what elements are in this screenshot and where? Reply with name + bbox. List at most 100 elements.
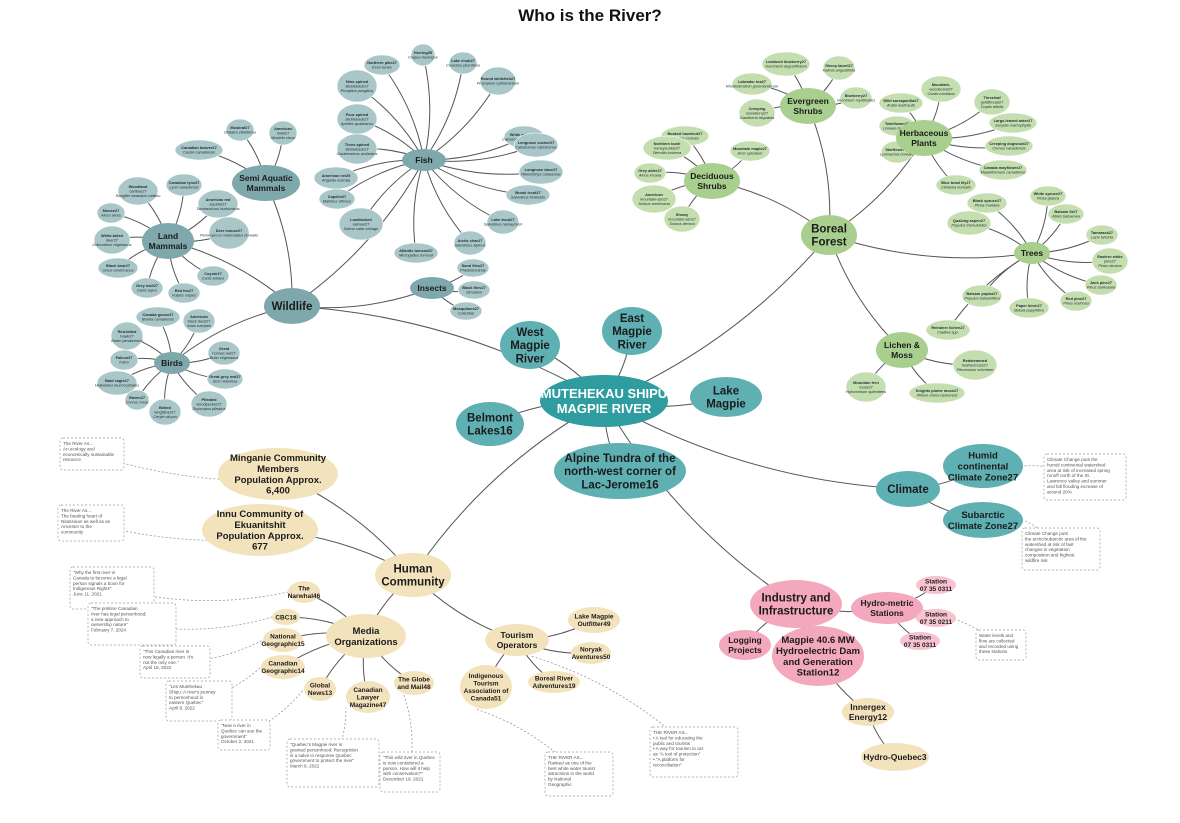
species-label: Ceryle alcyon [153, 414, 177, 419]
species-ellipse [336, 133, 378, 165]
connector-line [291, 159, 425, 307]
node-ellipse [326, 614, 406, 658]
node-label-line: Infrastructure [759, 606, 834, 618]
note-text: "This Canadian river is [143, 649, 190, 654]
species-label: Grey wolf27 [136, 283, 158, 288]
species-label: Sheep laurel27 [825, 63, 852, 68]
node-ellipse [851, 592, 923, 624]
species-label: Three-spined [345, 142, 370, 147]
species-label: Four-spined [346, 112, 369, 117]
node-label-line: Magpie [612, 326, 652, 338]
species-label: Pinus banksiana [1087, 285, 1116, 290]
node-ellipse [218, 448, 338, 500]
node-label-line: and Mail48 [397, 684, 431, 691]
species-label: Round whitefish27 [481, 76, 516, 81]
node-label-line: Climate Zone27 [948, 472, 1018, 483]
node-label-line: 6,400 [266, 486, 290, 497]
note-text: government to protect the river" [290, 758, 355, 763]
species-label: kingfisher27 [155, 409, 176, 414]
connector-line [413, 159, 425, 254]
note-border [649, 726, 739, 778]
node-ellipse [528, 671, 580, 693]
node-label-line: and Generation [783, 657, 853, 668]
note-border [69, 566, 155, 610]
species-ellipse [984, 135, 1034, 157]
node-label-line: Canadian [268, 661, 297, 668]
species-label: Cornus canadensis [992, 146, 1025, 151]
species-label: Alces alces [100, 213, 121, 218]
note-box: The River As...The beating heart ofNitas… [57, 504, 125, 542]
species-label: Ondatra zibethicus [224, 130, 256, 135]
node-label-line: Aventures50 [572, 654, 611, 661]
node-label-line: Boreal River [535, 676, 574, 683]
species-label: Gasterosteus aculeatus [337, 151, 378, 156]
node-label-line: Noryak [580, 647, 602, 654]
species-ellipse [839, 86, 873, 110]
species-label: mountain-ash27 [668, 216, 696, 221]
note-border [57, 504, 125, 542]
species-label: Longnose sucker27 [518, 140, 555, 145]
node-label-line: Evergreen [787, 96, 829, 106]
connector-line [291, 305, 605, 402]
note-text: Ranked as one of the [548, 760, 592, 765]
node-ellipse [780, 88, 836, 124]
species-ellipse [318, 188, 356, 210]
species-label: Salvelinus alpinus [454, 243, 485, 248]
species-label: stickleback27 [345, 116, 368, 121]
note-text: June 11, 2021 [73, 592, 102, 597]
node-label-line: Minganie Community [230, 453, 327, 464]
species-label: Woodland [129, 184, 148, 189]
note-text: best white water tourist [548, 766, 596, 771]
species-label: Alnus incana [638, 173, 662, 178]
species-label: Mountain- [932, 82, 951, 87]
note-text: The River As... [63, 441, 93, 446]
species-label: Canis latrans [202, 276, 225, 281]
species-label: Larix laricina [1091, 235, 1114, 240]
species-label: hawk27 [120, 333, 133, 338]
note-text: wildfire risk [1025, 558, 1048, 563]
species-label: Labrador tea27 [738, 79, 766, 84]
species-label: Jack pine27 [1090, 280, 1112, 285]
node-label-line: Humid [968, 450, 998, 461]
species-label: Haliaeetus leucocephalus [95, 383, 139, 388]
species-label: Lowbush blueberry27 [766, 59, 806, 64]
species-ellipse [761, 51, 811, 77]
note-text: and fall flooding increase of [1047, 484, 1104, 489]
node-label-line: Human [394, 563, 433, 575]
species-label: Arctic char27 [458, 238, 483, 243]
node-ellipse [346, 681, 390, 713]
species-label: Redstemmed [963, 358, 988, 363]
node-label-line: Deciduous [690, 171, 734, 181]
species-label: Hylocomium splendens [846, 389, 886, 394]
species-label: Sand flies27 [462, 263, 485, 268]
node-label-line: Members [257, 464, 299, 475]
node-label-line: Narwhal46 [288, 593, 321, 600]
node-label-line: Community [381, 577, 445, 589]
species-label: Red pine27 [1066, 296, 1087, 301]
node-label-line: Innu Community of [217, 509, 304, 520]
node-label-line: Canadian [353, 687, 382, 694]
